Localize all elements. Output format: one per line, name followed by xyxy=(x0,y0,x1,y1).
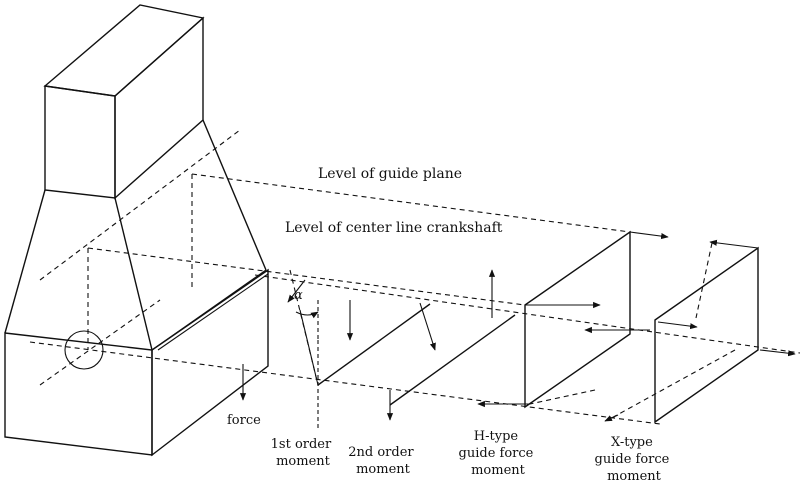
force-label: force xyxy=(227,413,261,428)
h-type-moment xyxy=(477,230,650,409)
engine-top-block xyxy=(43,4,205,200)
alpha-label: α xyxy=(294,288,303,303)
crankshaft-centerlines xyxy=(29,269,800,425)
guide-plane-lines xyxy=(39,129,631,350)
first-order-moment xyxy=(287,279,431,430)
crankshaft-circle xyxy=(64,330,104,370)
first-order-label: 1st order moment xyxy=(271,437,336,469)
center-line-label: Level of center line crankshaft xyxy=(285,220,503,236)
x-type-moment xyxy=(604,231,796,424)
guide-plane-label: Level of guide plane xyxy=(318,166,462,182)
second-order-label: 2nd order moment xyxy=(348,445,418,477)
x-type-label: X-type guide force moment xyxy=(595,435,674,484)
second-order-moment xyxy=(386,302,516,421)
h-type-label: H-type guide force moment xyxy=(459,429,538,478)
engine-bedplate xyxy=(4,268,269,457)
